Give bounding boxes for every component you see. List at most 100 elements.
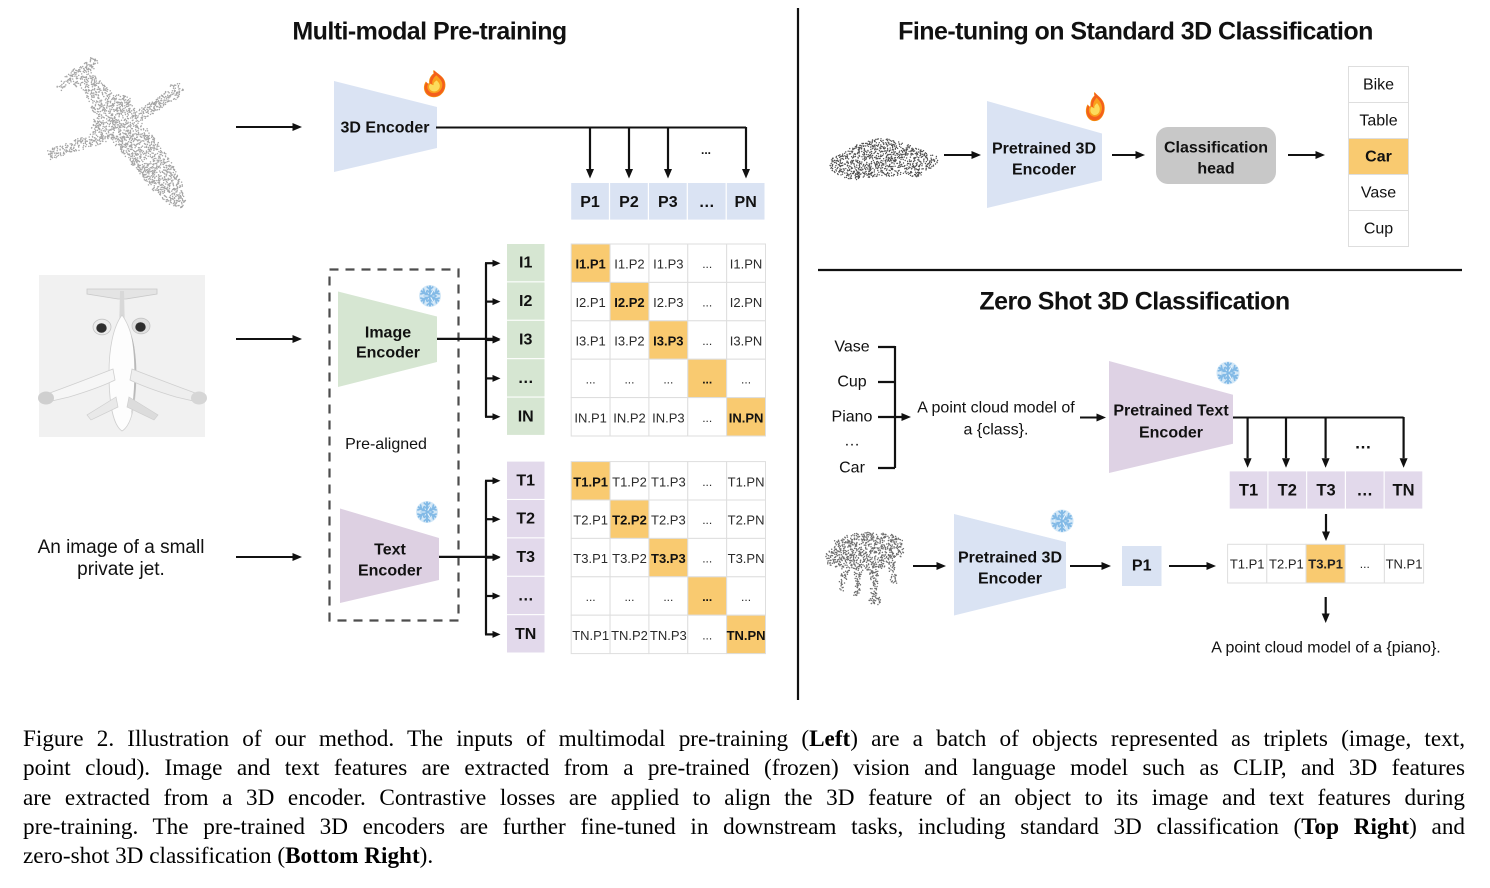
svg-text:...: ... (702, 590, 712, 604)
svg-text:…: … (518, 370, 534, 387)
svg-text:T1: T1 (516, 472, 535, 489)
svg-text:Pretrained Text: Pretrained Text (1113, 403, 1229, 420)
svg-text:P3: P3 (658, 194, 678, 211)
svg-text:…: … (1357, 482, 1374, 500)
svg-text:I3.P2: I3.P2 (614, 334, 644, 349)
svg-text:Vase: Vase (834, 339, 869, 356)
svg-text:Cup: Cup (837, 374, 866, 391)
svg-text:I3: I3 (519, 332, 532, 349)
svg-text:I1.P3: I1.P3 (653, 257, 683, 272)
svg-text:I1.P1: I1.P1 (575, 257, 605, 272)
svg-text:Multi-modal Pre-training: Multi-modal Pre-training (292, 18, 566, 46)
svg-text:TN.PN: TN.PN (727, 628, 766, 643)
svg-text:I3.PN: I3.PN (730, 334, 763, 349)
svg-text:T3.P3: T3.P3 (651, 551, 686, 566)
svg-text:T3.P1: T3.P1 (573, 551, 608, 566)
svg-text:TN.P1: TN.P1 (1386, 557, 1423, 572)
svg-text:…: … (699, 194, 715, 211)
svg-text:...: ... (1360, 557, 1370, 571)
svg-text:A point cloud model of: A point cloud model of (917, 400, 1075, 417)
svg-text:I2.P2: I2.P2 (614, 295, 644, 310)
svg-text:Encoder: Encoder (358, 563, 422, 580)
svg-text:T3.P2: T3.P2 (612, 551, 647, 566)
svg-text:...: ... (663, 372, 673, 386)
svg-text:Image: Image (365, 325, 411, 342)
svg-text:T1.P2: T1.P2 (612, 474, 647, 489)
svg-text:...: ... (741, 590, 751, 604)
svg-text:head: head (1197, 161, 1234, 178)
svg-text:T2.P3: T2.P3 (651, 513, 686, 528)
svg-text:Table: Table (1359, 113, 1397, 130)
svg-text:P2: P2 (619, 194, 639, 211)
svg-text:...: ... (702, 411, 712, 425)
svg-text:I2.PN: I2.PN (730, 295, 763, 310)
svg-text:Zero Shot 3D Classification: Zero Shot 3D Classification (979, 288, 1289, 316)
svg-text:T2: T2 (1278, 482, 1297, 500)
svg-text:IN.P2: IN.P2 (613, 410, 646, 425)
svg-text:...: ... (702, 372, 712, 386)
svg-text:Encoder: Encoder (1139, 425, 1203, 442)
svg-text:I1.P2: I1.P2 (614, 257, 644, 272)
svg-text:Cup: Cup (1364, 221, 1393, 238)
svg-text:Classification: Classification (1164, 140, 1268, 157)
svg-text:I1.PN: I1.PN (730, 257, 763, 272)
svg-text:private jet.: private jet. (77, 559, 165, 580)
svg-text:I2.P1: I2.P1 (575, 295, 605, 310)
svg-text:T3: T3 (516, 549, 535, 566)
svg-text:T3.PN: T3.PN (728, 551, 765, 566)
svg-text:a {class}.: a {class}. (964, 422, 1029, 439)
svg-text:...: ... (586, 590, 596, 604)
svg-text:...: ... (702, 552, 712, 566)
svg-text:...: ... (702, 257, 712, 271)
svg-text:T1.P1: T1.P1 (573, 474, 608, 489)
svg-text:I2.P3: I2.P3 (653, 295, 683, 310)
svg-text:TN.P3: TN.P3 (650, 628, 687, 643)
svg-text:T2.P1: T2.P1 (1269, 557, 1304, 572)
svg-text:T1: T1 (1239, 482, 1258, 500)
svg-text:T1.PN: T1.PN (728, 474, 765, 489)
svg-text:T1.P3: T1.P3 (651, 474, 686, 489)
svg-text:IN.PN: IN.PN (729, 410, 764, 425)
svg-text:...: ... (702, 296, 712, 310)
svg-text:...: ... (701, 143, 711, 157)
svg-text:IN: IN (518, 408, 534, 425)
svg-text:...: ... (702, 475, 712, 489)
svg-text:Vase: Vase (1361, 185, 1396, 202)
svg-text:TN.P1: TN.P1 (572, 628, 609, 643)
svg-text:IN.P1: IN.P1 (574, 410, 607, 425)
svg-text:...: ... (702, 628, 712, 642)
svg-text:Piano: Piano (832, 409, 873, 426)
svg-text:I2: I2 (519, 293, 532, 310)
svg-text:Car: Car (1365, 149, 1392, 166)
svg-text:T2.P2: T2.P2 (612, 513, 647, 528)
svg-text:Encoder: Encoder (1012, 162, 1076, 179)
svg-text:...: ... (624, 372, 634, 386)
svg-text:...: ... (741, 372, 751, 386)
svg-text:…: … (518, 588, 534, 605)
svg-text:...: ... (663, 590, 673, 604)
svg-text:Pre-aligned: Pre-aligned (345, 436, 427, 453)
svg-text:...: ... (702, 334, 712, 348)
svg-text:T2: T2 (516, 511, 535, 528)
svg-text:Encoder: Encoder (978, 571, 1042, 588)
svg-text:Bike: Bike (1363, 77, 1394, 94)
svg-text:PN: PN (735, 194, 757, 211)
svg-text:Fine-tuning on Standard 3D Cla: Fine-tuning on Standard 3D Classificatio… (898, 18, 1373, 46)
svg-text:I3.P3: I3.P3 (653, 334, 683, 349)
svg-text:IN.P3: IN.P3 (652, 410, 685, 425)
svg-text:T2.P1: T2.P1 (573, 513, 608, 528)
svg-text:…: … (844, 433, 860, 450)
svg-text:...: ... (702, 513, 712, 527)
svg-text:TN: TN (1393, 482, 1415, 500)
svg-text:Car: Car (839, 460, 865, 477)
svg-text:I1: I1 (519, 255, 532, 272)
svg-text:Pretrained 3D: Pretrained 3D (958, 550, 1062, 567)
svg-text:I3.P1: I3.P1 (575, 334, 605, 349)
svg-text:T3: T3 (1316, 482, 1335, 500)
svg-text:…: … (1355, 434, 1372, 453)
svg-text:Text: Text (374, 542, 406, 559)
svg-text:3D Encoder: 3D Encoder (341, 120, 430, 137)
svg-text:P1: P1 (1132, 558, 1152, 575)
svg-text:...: ... (624, 590, 634, 604)
svg-text:T1.P1: T1.P1 (1230, 557, 1265, 572)
